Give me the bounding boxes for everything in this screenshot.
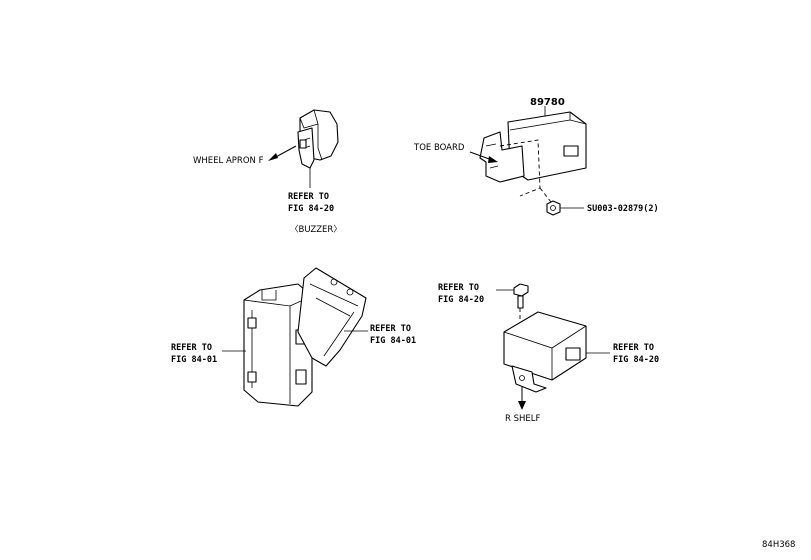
junction-block-cover [297,267,367,367]
bolt [513,283,529,297]
buzzer-caption: 〈BUZZER〉 [290,225,342,235]
junction-block-body [243,283,313,407]
junction-block-assembly [222,267,368,407]
relay-assembly [496,283,610,410]
buzzer-refer-line1: REFER TO [288,192,329,202]
relay-conn-refer-line1: REFER TO [613,343,654,353]
toe-board-label: TOE BOARD [413,143,465,153]
jb-right-refer-line2: FIG 84-01 [370,336,416,346]
diagram-code: 84H368 [762,540,795,550]
jb-left-refer-line1: REFER TO [171,343,212,353]
flange-nut [546,200,561,216]
wheel-apron-label: WHEEL APRON F [193,156,264,166]
relay-bolt-refer-line1: REFER TO [438,283,479,293]
module-part-number: 89780 [530,97,565,108]
buzzer-assembly [268,109,339,188]
jb-right-refer-line1: REFER TO [370,324,411,334]
module-bracket [479,131,525,183]
nut-part-number: SU003-02879(2) [587,204,659,214]
relay-conn-refer-line2: FIG 84-20 [613,355,659,365]
relay-bracket [511,365,547,393]
relay-bolt-refer-line2: FIG 84-20 [438,295,484,305]
r-shelf-label: R SHELF [505,414,541,424]
control-module-assembly [469,106,587,216]
jb-left-refer-line2: FIG 84-01 [171,355,217,365]
buzzer-refer-line2: FIG 84-20 [288,204,334,214]
